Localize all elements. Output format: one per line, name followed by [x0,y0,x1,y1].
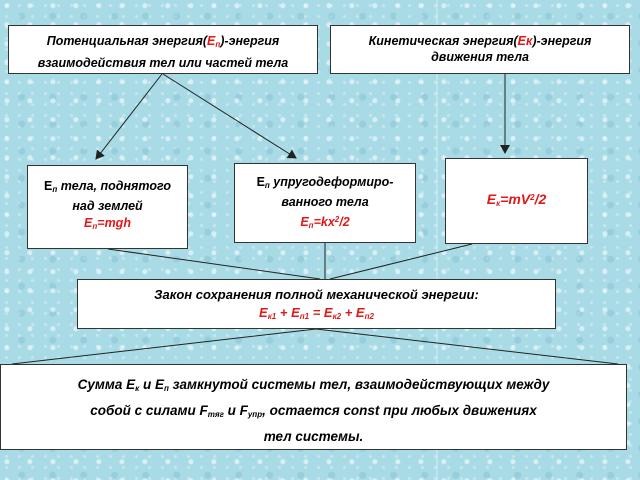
spring-body-label-line2: ванного тела [281,195,369,209]
raised-body-label-line2: над землей [72,199,143,213]
summary-line-3: тел системы. [263,429,364,444]
spring-body-label: Eп упругодеформиро- [256,175,394,190]
kinetic-energy-definition: движения тела [431,50,529,64]
kinetic-formula: Ек=mV2/2 [486,191,547,208]
spring-body-box: Eп упругодеформиро- ванного тела Еп=kx2/… [234,163,416,243]
arrow-to-raised [95,73,163,160]
kinetic-energy-title: Кинетическая энергия(Ек)-энергия [368,34,592,48]
raised-body-box: Eп тела, поднятого над землей Еп=mgh [27,165,188,249]
conservation-law-formula: Ек1 + Еп1 = Ек2 + Еп2 [259,305,374,321]
kinetic-energy-box: Кинетическая энергия(Ек)-энергия движени… [330,25,630,74]
potential-energy-box: Потенциальная энергия(Eп)-энергия взаимо… [8,25,318,74]
kinetic-formula-box: Ек=mV2/2 [445,158,588,244]
line-raised-to-law [107,248,321,280]
raised-body-formula: Еп=mgh [84,216,131,231]
summary-line-1: Сумма Ек и Еп замкнутой системы тел, вза… [77,377,550,393]
arrow-to-spring [162,73,297,159]
summary-statement-box: Сумма Ек и Еп замкнутой системы тел, вза… [0,364,627,450]
potential-energy-title: Потенциальная энергия(Eп)-энергия [46,34,280,49]
line-law-to-sum-left [11,328,317,365]
line-law-to-sum-right [315,328,619,365]
line-kin-to-law [329,243,473,280]
raised-body-label: Eп тела, поднятого [44,179,171,194]
potential-symbol: Eп [207,34,221,49]
kinetic-symbol: Ек [517,34,533,48]
summary-line-2: собой с силами Fтяг и Fупр, остается con… [90,403,537,419]
conservation-law-title: Закон сохранения полной механической эне… [154,287,479,302]
potential-energy-definition: взаимодействия тел или частей тела [37,56,289,70]
conservation-law-box: Закон сохранения полной механической эне… [77,279,556,329]
spring-body-formula: Еп=kx2/2 [300,215,350,230]
